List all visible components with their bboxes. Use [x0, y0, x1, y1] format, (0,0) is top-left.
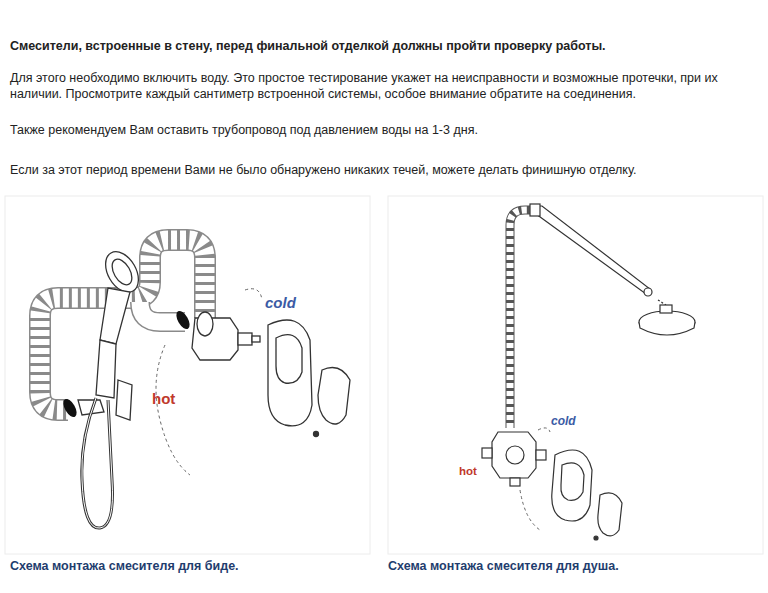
paragraph-text: Если за этот период времени Вами не было… — [10, 162, 760, 178]
line-art — [268, 320, 312, 426]
line-art — [252, 336, 260, 342]
line-art — [5, 196, 370, 554]
paragraph-text: Также рекомендуем Вам оставить трубопров… — [10, 122, 760, 138]
cold-label: cold — [551, 414, 576, 428]
dashed-guide — [520, 428, 550, 530]
line-art — [482, 448, 492, 458]
hot-label: hot — [152, 390, 175, 407]
line-art — [96, 340, 116, 398]
line-art — [510, 210, 538, 428]
line-art — [318, 368, 350, 424]
line-art — [245, 289, 262, 300]
hot-label: hot — [459, 464, 477, 478]
line-art — [536, 450, 546, 460]
pipe-tube — [510, 210, 538, 428]
line-art — [598, 493, 622, 536]
line-art — [552, 450, 592, 521]
line-art — [492, 432, 536, 478]
line-art — [388, 196, 763, 554]
line-art — [174, 309, 193, 331]
line-art — [197, 312, 213, 336]
line-art — [82, 398, 113, 528]
mixer-body — [192, 312, 350, 437]
line-art — [538, 428, 550, 432]
line-art — [61, 397, 80, 419]
dashed-guide — [156, 289, 262, 475]
line-art — [276, 335, 302, 384]
line-art — [100, 288, 130, 344]
cold-label: cold — [265, 294, 296, 311]
line-art — [116, 380, 132, 420]
panel-frame — [5, 196, 763, 554]
line-art — [506, 446, 524, 464]
heading-text: Смесители, встроенные в стену, перед фин… — [10, 38, 760, 54]
line-art — [108, 256, 136, 288]
line-art — [314, 432, 319, 437]
figure-caption: Схема монтажа смесителя для биде. — [10, 558, 239, 574]
line-art — [510, 210, 538, 428]
paragraph-text: Для этого необходимо включить воду. Это … — [10, 70, 760, 102]
line-art — [156, 345, 190, 475]
line-art — [238, 333, 252, 345]
mixer-body — [482, 432, 622, 540]
line-art — [639, 322, 695, 335]
line-art — [530, 204, 540, 216]
line-art — [644, 288, 652, 296]
hand-shower — [78, 246, 145, 528]
line-art — [594, 536, 598, 540]
line-art — [561, 463, 584, 500]
shower-arm — [530, 204, 695, 335]
line-art — [536, 206, 650, 294]
line-art — [82, 398, 113, 528]
line-art — [660, 305, 672, 313]
line-art — [510, 478, 520, 486]
line-art — [658, 300, 666, 305]
line-art — [520, 490, 540, 530]
figure-caption: Схема монтажа смесителя для душа. — [388, 558, 619, 574]
